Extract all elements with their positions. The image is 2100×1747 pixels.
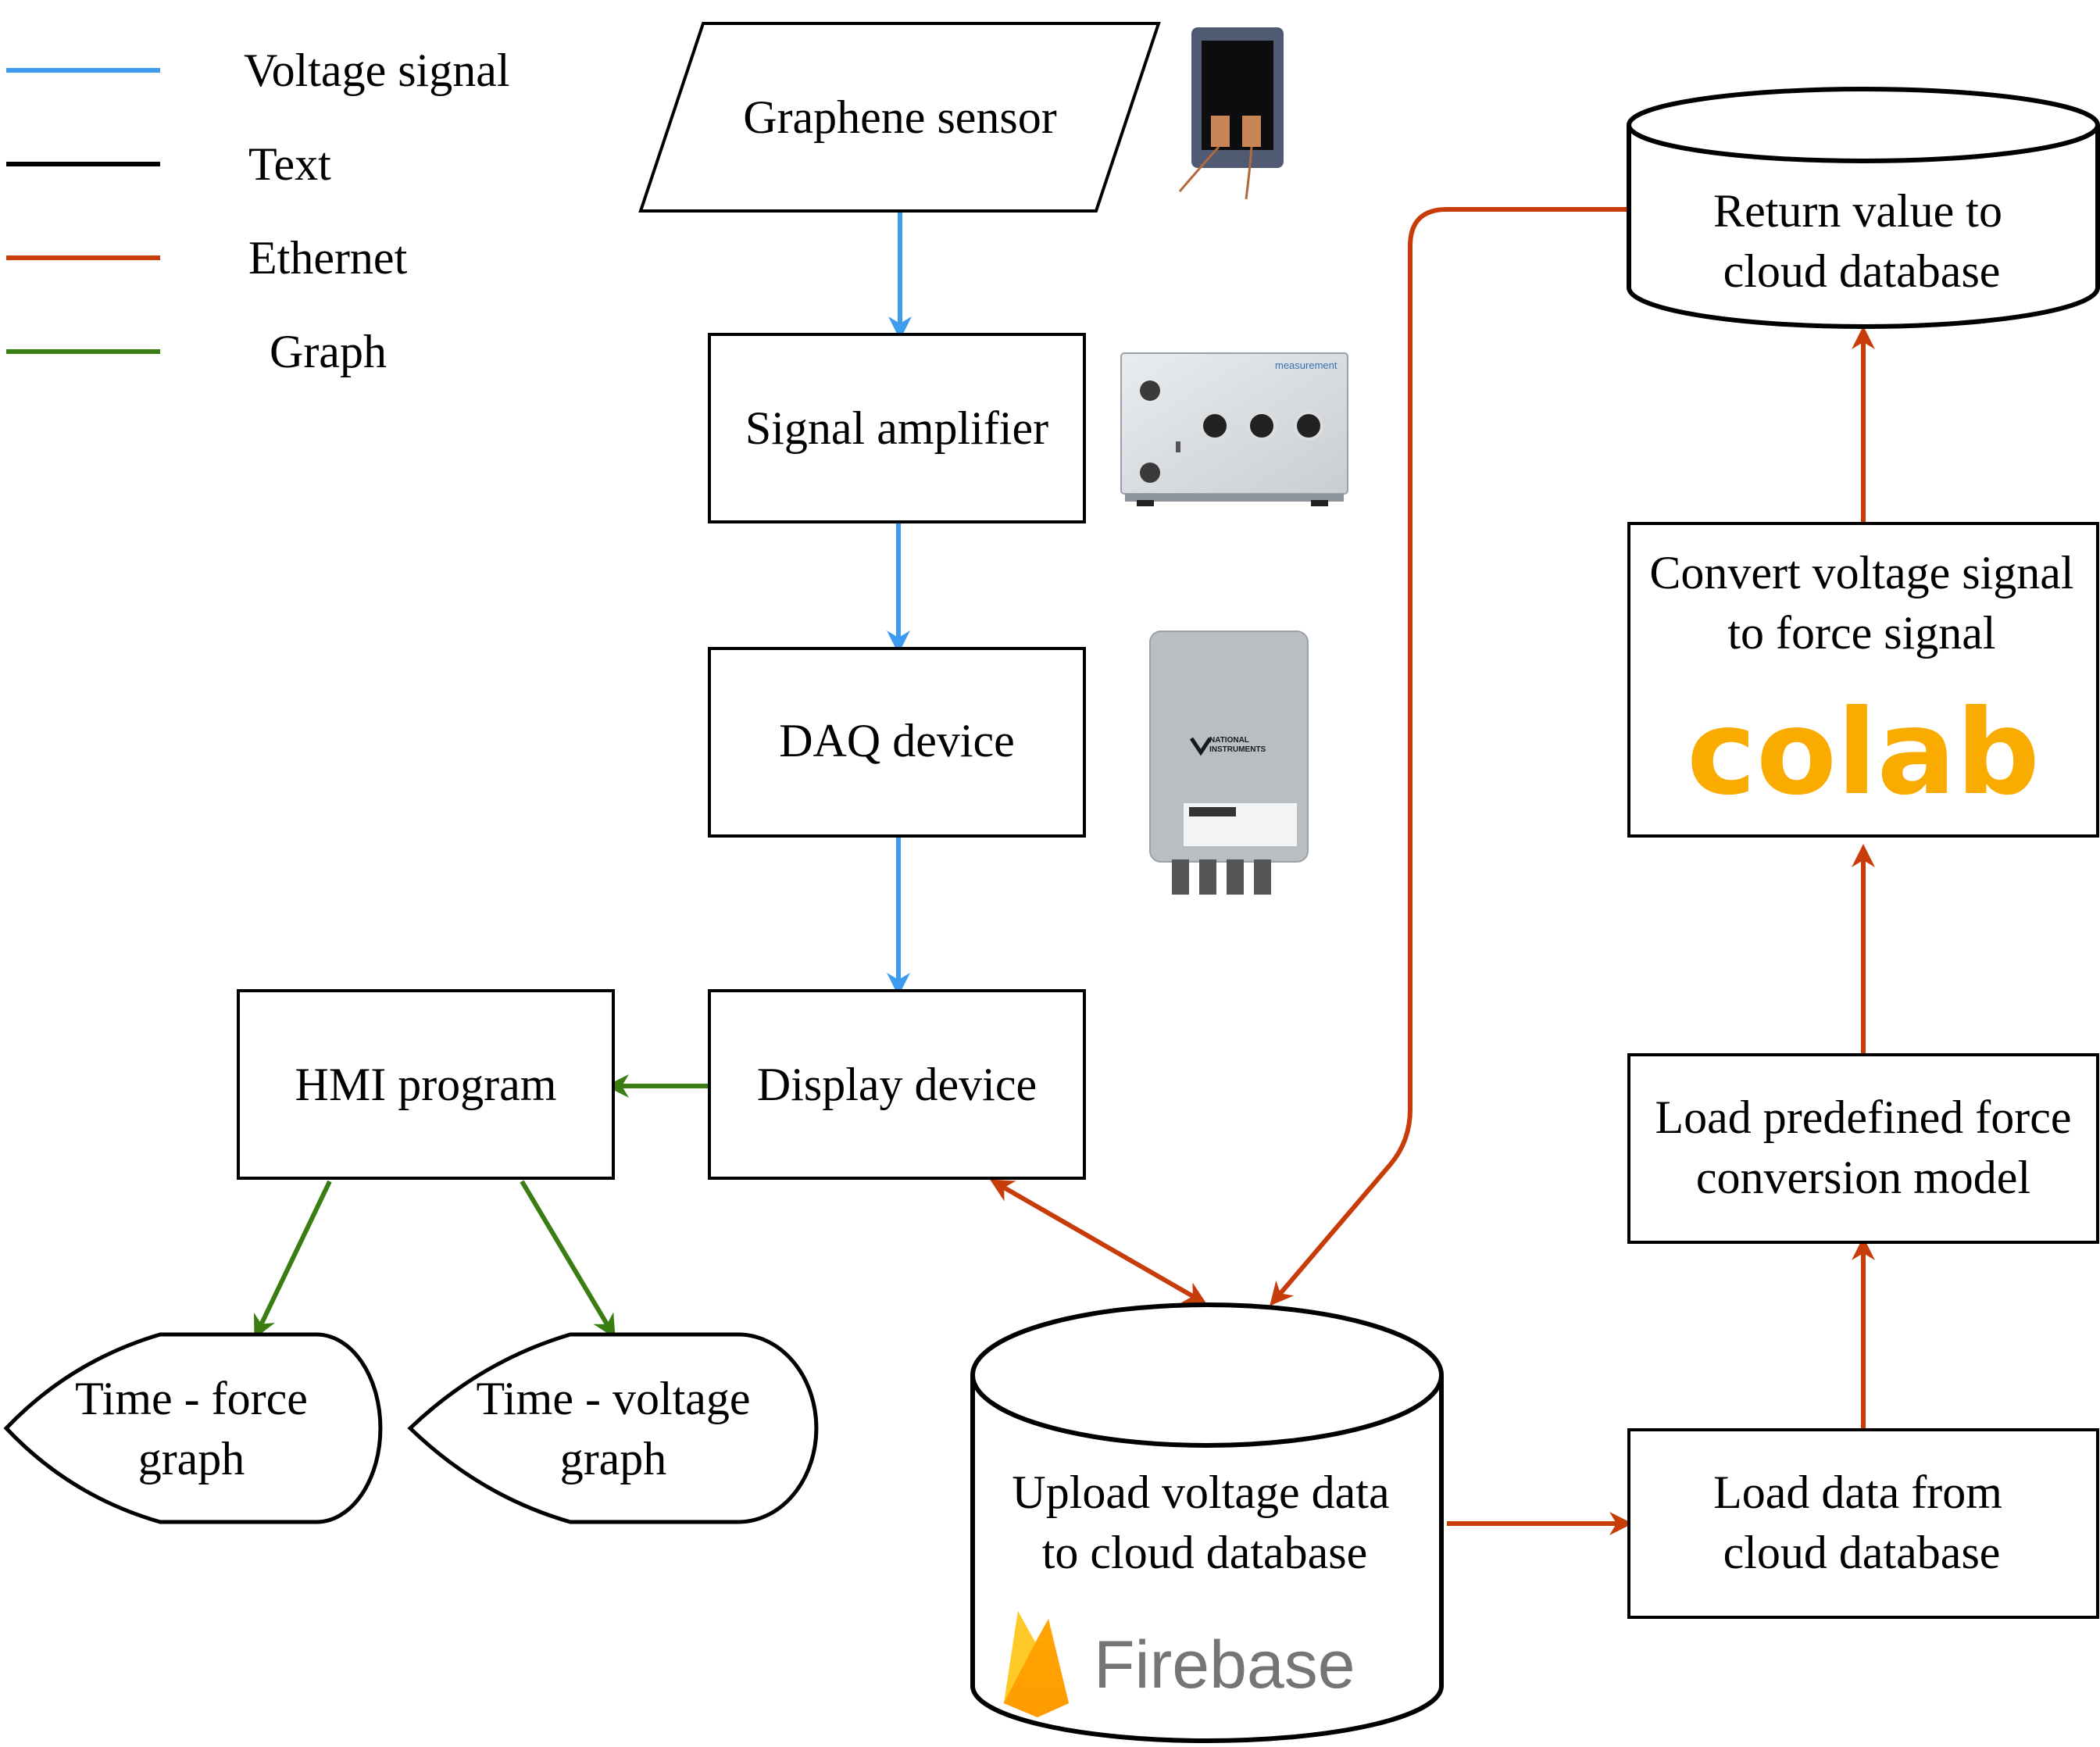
ni-logo-icon <box>1189 737 1212 756</box>
arrow-return-to-firebase <box>1270 207 1629 1306</box>
convert-signal-line2: to force signal <box>1727 607 1995 659</box>
daq-barcode <box>1189 807 1236 816</box>
node-hmi-program: HMI program <box>237 989 615 1180</box>
graphene-sensor-photo <box>1178 27 1284 200</box>
daq-device-photo: NATIONAL INSTRUMENTS <box>1149 631 1309 895</box>
node-display-device: Display device <box>708 989 1086 1180</box>
return-value-line2: cloud database <box>1723 245 2001 297</box>
signal-amplifier-label: Signal amplifier <box>745 402 1048 454</box>
amplifier-foot-right <box>1311 500 1328 506</box>
amplifier-foot-left <box>1137 500 1154 506</box>
daq-bnc-4 <box>1254 859 1271 895</box>
load-data-line1: Load data from <box>1713 1467 2002 1518</box>
return-value-cylinder-top <box>1627 87 2100 163</box>
daq-brand-line2: INSTRUMENTS <box>1209 745 1266 754</box>
daq-bnc-2 <box>1199 859 1216 895</box>
amplifier-knob-3 <box>1294 411 1323 441</box>
node-daq-device: DAQ device <box>708 647 1086 838</box>
node-load-model: Load predefined force conversion model <box>1627 1053 2099 1244</box>
sensor-wire-left <box>1178 145 1220 192</box>
daq-brand-line1: NATIONAL <box>1209 736 1249 745</box>
time-force-graph-shape <box>3 1332 383 1524</box>
legend-label-voltage: Voltage signal <box>244 45 510 96</box>
display-device-label: Display device <box>757 1059 1037 1110</box>
amplifier-brand-text: measurement <box>1275 359 1338 371</box>
arrow-hmi-to-voltage-graph <box>520 1180 616 1338</box>
amplifier-knob-2 <box>1247 411 1277 441</box>
legend: Voltage signal Text Ethernet Graph <box>6 45 510 377</box>
load-data-box <box>1627 1428 2099 1619</box>
daq-bnc-1 <box>1172 859 1189 895</box>
load-model-box <box>1627 1053 2099 1244</box>
amplifier-connector-bottom <box>1140 463 1160 483</box>
time-voltage-graph-line1: Time - voltage <box>476 1373 750 1424</box>
node-convert-signal: Convert voltage signal to force signal c… <box>1627 522 2099 838</box>
arrow-hmi-to-force-graph <box>253 1180 332 1339</box>
return-value-cylinder-body <box>1627 125 2100 329</box>
colab-logo-icon: colab <box>1687 685 2040 821</box>
node-graphene-sensor: Graphene sensor <box>638 22 1161 213</box>
display-device-box <box>708 989 1086 1180</box>
return-value-line1: Return value to <box>1713 185 2002 237</box>
time-voltage-graph-shape <box>407 1332 819 1524</box>
legend-label-ethernet: Ethernet <box>248 232 408 284</box>
firebase-cylinder-body <box>970 1375 1444 1743</box>
upload-voltage-data-line2: to cloud database <box>1042 1527 1368 1578</box>
hmi-program-label: HMI program <box>295 1059 557 1110</box>
arrows <box>253 207 1875 1535</box>
amplifier-base <box>1125 494 1344 502</box>
hmi-program-box <box>237 989 615 1180</box>
load-model-line1: Load predefined force <box>1655 1091 2071 1143</box>
sensor-electrode-left <box>1211 116 1230 147</box>
firebase-logo-text: Firebase <box>1094 1627 1355 1702</box>
daq-device-box <box>708 647 1086 838</box>
sensor-electrode-right <box>1242 116 1261 147</box>
graphene-sensor-shape <box>638 22 1161 213</box>
amplifier-switch <box>1176 441 1180 452</box>
sensor-wire-right <box>1245 146 1253 200</box>
signal-amplifier-box <box>708 333 1086 523</box>
firebase-logo-icon: Firebase <box>1004 1611 1355 1717</box>
arrow-display-firebase-bidirectional <box>989 1179 1208 1305</box>
node-time-force-graph: Time - force graph <box>3 1332 383 1524</box>
graphene-sensor-label: Graphene sensor <box>743 91 1057 143</box>
legend-label-text: Text <box>248 138 331 190</box>
time-force-graph-line1: Time - force <box>75 1373 308 1424</box>
daq-device-label: DAQ device <box>779 715 1015 766</box>
firebase-flame-shade <box>1004 1619 1069 1717</box>
load-data-line2: cloud database <box>1723 1527 2001 1578</box>
legend-label-graph: Graph <box>270 326 387 377</box>
firebase-cylinder-top <box>970 1302 1444 1448</box>
time-voltage-graph-line2: graph <box>560 1433 667 1484</box>
node-upload-voltage-data: Upload voltage data to cloud database Fi… <box>970 1302 1444 1743</box>
upload-voltage-data-line1: Upload voltage data <box>1012 1467 1389 1518</box>
node-time-voltage-graph: Time - voltage graph <box>407 1332 819 1524</box>
node-load-data: Load data from cloud database <box>1627 1428 2099 1619</box>
load-model-line2: conversion model <box>1696 1152 2030 1203</box>
amplifier-connector-top <box>1140 380 1160 401</box>
convert-signal-box <box>1627 522 2099 838</box>
convert-signal-line1: Convert voltage signal <box>1649 547 2073 598</box>
amplifier-photo: measurement <box>1120 352 1348 506</box>
firebase-flame-highlight <box>1004 1611 1035 1703</box>
node-return-value: Return value to cloud database <box>1627 87 2100 329</box>
node-signal-amplifier: Signal amplifier <box>708 333 1086 523</box>
colab-logo-text: colab <box>1687 685 2040 821</box>
amplifier-knob-1 <box>1200 411 1230 441</box>
daq-bnc-3 <box>1227 859 1244 895</box>
time-force-graph-line2: graph <box>138 1433 245 1484</box>
